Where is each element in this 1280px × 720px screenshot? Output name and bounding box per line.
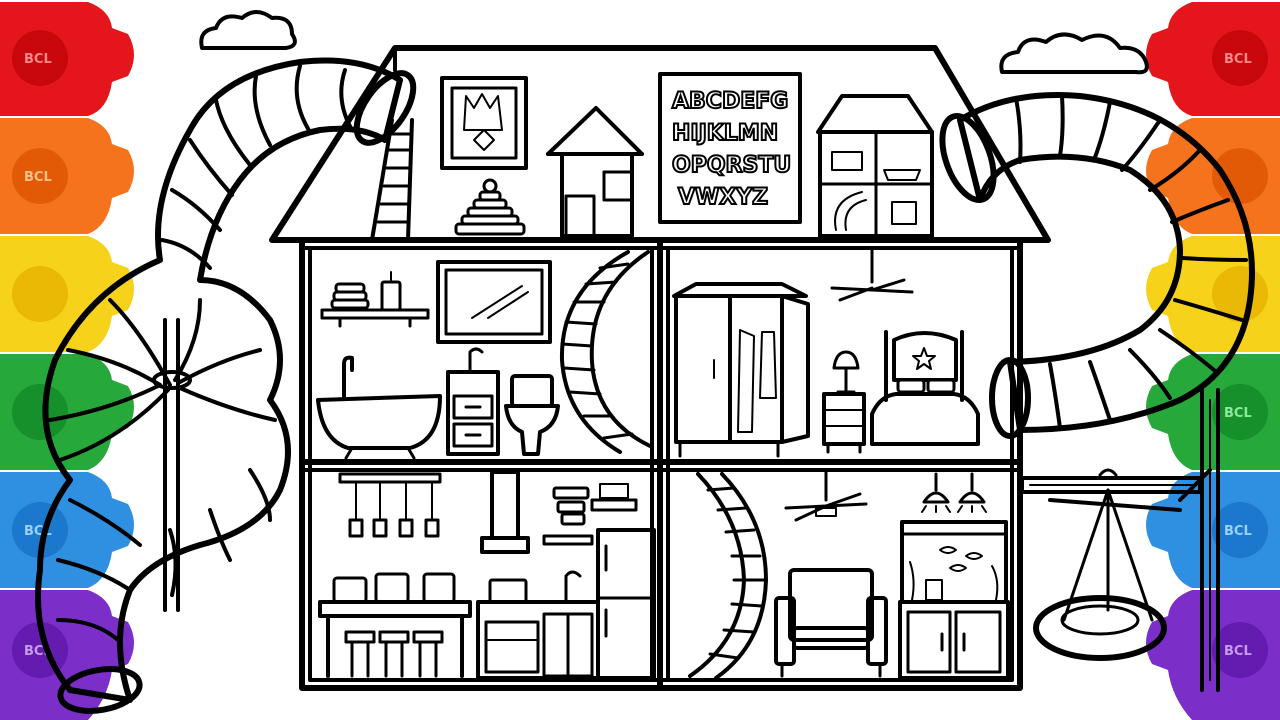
alphabet-line-1: ABCDEFG [672, 89, 788, 114]
bed [870, 330, 980, 446]
range-hood [480, 470, 530, 554]
nightstand [822, 350, 866, 454]
right-crayon-red: BCL [1146, 2, 1280, 116]
bathroom-mirror [436, 260, 552, 344]
ceiling-spotlights [921, 472, 987, 513]
kitchen-counter [476, 570, 600, 680]
toilet [504, 374, 560, 456]
left-tube-slide [35, 57, 417, 714]
living-room-ceiling-fan [784, 470, 868, 522]
left-crayon-yellow [0, 236, 134, 352]
crayon-logo: BCL [24, 52, 52, 67]
bedroom-ceiling-fan [830, 248, 914, 302]
cloud-left [199, 10, 297, 50]
alphabet-poster: ABCDEFG HIJKLMN OPQRSTU VWXYZ [658, 72, 802, 224]
attic-ladder [370, 118, 414, 242]
cake-shelf [542, 483, 638, 546]
lower-right-staircase [688, 472, 768, 680]
stacking-ring-toy [454, 178, 526, 236]
dining-table [318, 572, 472, 678]
right-crayon-green: BCL [1146, 354, 1280, 470]
right-crayon-purple: BCL [1146, 590, 1280, 720]
dollhouse [269, 45, 1051, 691]
upper-left-staircase [559, 250, 652, 454]
mini-dollhouse [816, 94, 934, 238]
alphabet-line-2: HIJKLMN [672, 121, 778, 146]
bathroom [316, 250, 652, 460]
crayon-logo: BCL [1224, 52, 1252, 67]
left-crayon-purple: BCL [0, 590, 134, 720]
crayon-logo: BCL [1224, 406, 1252, 421]
attic-room: ABCDEFG HIJKLMN OPQRSTU VWXYZ [370, 72, 934, 242]
left-crayon-orange: BCL [0, 118, 134, 234]
crayon-logo: BCL [24, 170, 52, 185]
pendant-lights [338, 472, 442, 538]
kitchen [318, 470, 656, 680]
fish-tank-cabinet [898, 520, 1010, 680]
right-crayon-orange [1146, 118, 1280, 234]
left-crayon-green [0, 354, 134, 470]
refrigerator [596, 528, 656, 680]
left-crayon-column: BCL BCL BCL BCL [0, 2, 134, 720]
right-crayon-blue: BCL [1146, 472, 1280, 588]
little-house-toy [546, 106, 644, 238]
cloud-right [999, 32, 1149, 75]
bedroom [672, 248, 980, 458]
crayon-logo: BCL [1224, 524, 1252, 539]
bathroom-shelf [320, 271, 430, 328]
bathtub [316, 355, 442, 460]
right-tube-slide [939, 92, 1255, 692]
bathroom-vanity [446, 347, 500, 456]
crayon-logo: BCL [1224, 644, 1252, 659]
wardrobe [672, 282, 810, 458]
crown-picture-frame [440, 76, 528, 170]
alphabet-line-4: VWXYZ [678, 185, 768, 210]
right-crayon-column: BCL BCL BCL BCL [1146, 2, 1280, 720]
living-room [688, 470, 1010, 680]
armchair [774, 568, 888, 678]
left-crayon-red: BCL [0, 2, 134, 116]
alphabet-line-3: OPQRSTU [672, 153, 791, 178]
